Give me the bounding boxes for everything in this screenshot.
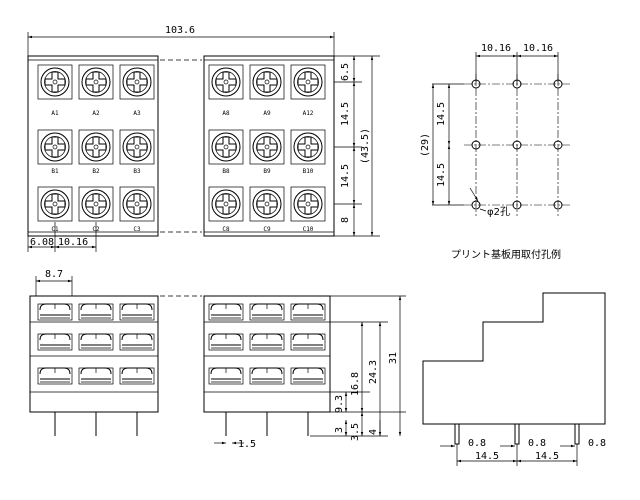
top-view: 103.6 A1 A2 A3 B1 B2 B3 C1 C2 C3 A8 A9 A… xyxy=(27,25,380,252)
terminal-label: B9 xyxy=(263,168,271,175)
dim-8: 8 xyxy=(340,217,351,223)
hole-pattern-caption: プリント基板用取付孔例 xyxy=(451,248,561,261)
hole-pitch-y2: 14.5 xyxy=(436,163,447,187)
terminal-label: B8 xyxy=(222,168,230,175)
dim-3-5: 3.5 xyxy=(350,423,361,441)
front-view: 8.7 1.5 xyxy=(29,269,406,450)
dim-4: 4 xyxy=(368,429,379,435)
overall-width-label: 103.6 xyxy=(165,25,195,36)
side-pitch-1: 14.5 xyxy=(475,451,499,462)
side-view: 0.8 0.8 0.8 14.5 14.5 xyxy=(422,292,606,466)
dim-16-8: 16.8 xyxy=(350,372,361,396)
dim-10-16: 10.16 xyxy=(58,237,88,248)
terminal-label: A9 xyxy=(263,110,271,117)
terminal-label: A1 xyxy=(51,110,59,117)
hole-diameter-label: φ2孔 xyxy=(487,206,510,218)
hole-pitch-x2: 10.16 xyxy=(523,43,553,54)
terminal-label: B10 xyxy=(303,168,314,175)
pin-spacing-label: 1.5 xyxy=(238,439,256,450)
hole-pattern: 10.16 10.16 14.5 14.5 (29) φ2孔 プリント基板用取付… xyxy=(420,43,572,261)
dim-24-3: 24.3 xyxy=(368,360,379,384)
terminal-label: C8 xyxy=(222,226,230,233)
terminal-label: C10 xyxy=(303,226,314,233)
terminal-label: C3 xyxy=(133,226,141,233)
terminal-label: A3 xyxy=(133,110,141,117)
dim-31: 31 xyxy=(388,352,399,364)
side-pitch-2: 14.5 xyxy=(535,451,559,462)
dim-6-08: 6.08 xyxy=(30,237,54,248)
front-pitch-label: 8.7 xyxy=(45,269,63,280)
dim-6-5: 6.5 xyxy=(340,63,351,81)
terminal-label: A2 xyxy=(92,110,100,117)
pin-width-2: 0.8 xyxy=(528,438,546,449)
pin-width-1: 0.8 xyxy=(468,438,486,449)
hole-total-ref: (29) xyxy=(420,133,431,157)
hole-pitch-x1: 10.16 xyxy=(481,43,511,54)
dim-3: 3 xyxy=(334,427,345,433)
dim-43-5: (43.5) xyxy=(360,128,371,164)
left-block xyxy=(27,55,159,237)
terminal-label: B1 xyxy=(51,168,59,175)
pin-width-3: 0.8 xyxy=(588,438,606,449)
terminal-label: A12 xyxy=(303,110,314,117)
right-block xyxy=(203,55,335,237)
terminal-label: B2 xyxy=(92,168,100,175)
dim-14-5-a: 14.5 xyxy=(340,102,351,126)
hole-pitch-y1: 14.5 xyxy=(436,102,447,126)
dim-9-3: 9.3 xyxy=(334,395,345,413)
terminal-label: C9 xyxy=(263,226,271,233)
dim-14-5-b: 14.5 xyxy=(340,164,351,188)
terminal-label: A8 xyxy=(222,110,230,117)
terminal-label: B3 xyxy=(133,168,141,175)
